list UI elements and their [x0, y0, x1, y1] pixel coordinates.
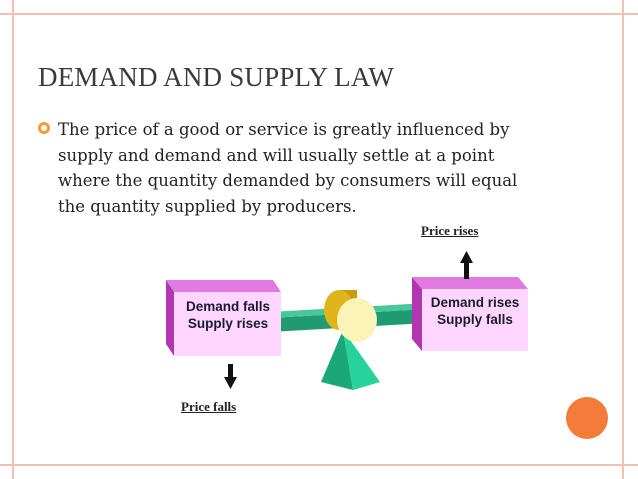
bullet-text: The price of a good or service is greatl…	[58, 117, 618, 219]
bullet-line: The price of a good or service is greatl…	[58, 120, 510, 139]
slide-title: DEMAND AND SUPPLY LAW	[38, 62, 395, 92]
frame-top-line	[0, 13, 638, 15]
right-box	[412, 277, 528, 351]
arrow-down-icon	[224, 364, 237, 389]
price-falls-caption: Price falls	[181, 399, 237, 414]
bullet-circle-icon	[38, 122, 50, 134]
frame-left-line	[12, 0, 14, 479]
fulcrum-icon	[321, 330, 380, 390]
arrow-up-icon	[460, 251, 473, 279]
left-box	[166, 280, 281, 356]
supply-rises-text: Supply rises	[187, 316, 269, 331]
right-box-label: Demand rises Supply falls	[423, 294, 527, 328]
demand-falls-text: Demand falls	[185, 299, 271, 314]
bullet-line: where the quantity demanded by consumers…	[58, 171, 518, 190]
cylinder-weight-icon	[324, 290, 377, 342]
left-box-label: Demand falls Supply rises	[176, 298, 280, 332]
frame-right-line	[622, 0, 624, 479]
frame-bottom-line	[0, 464, 638, 466]
accent-circle	[566, 397, 608, 439]
price-rises-caption: Price rises	[421, 223, 479, 238]
bullet-line: the quantity supplied by producers.	[58, 196, 357, 216]
bullet-line: supply and demand and will usually settl…	[58, 145, 495, 165]
supply-falls-text: Supply falls	[437, 312, 513, 327]
demand-rises-text: Demand rises	[430, 295, 520, 310]
